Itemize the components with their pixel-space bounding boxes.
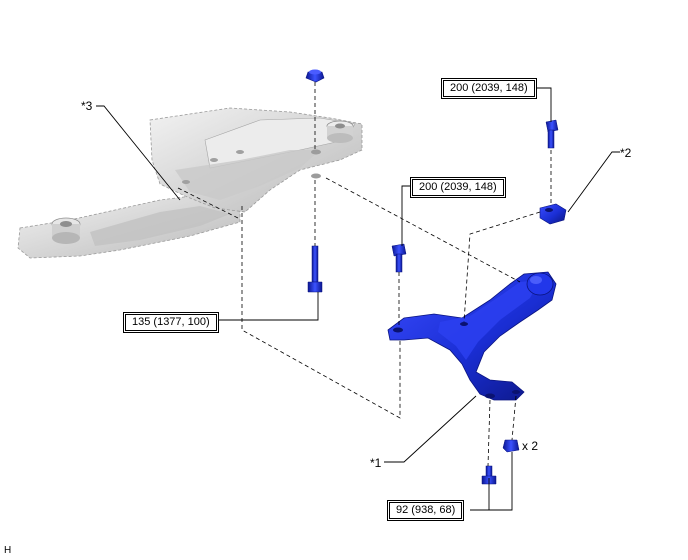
torque-spec-frame-bolt: 135 (1377, 100)	[123, 312, 219, 333]
callout-part-1: *1	[370, 456, 382, 470]
arm-front-bolt	[391, 243, 407, 273]
callout-part-2: *2	[620, 146, 632, 160]
sheet-letter: H	[4, 545, 12, 556]
frame-vertical-bolt	[307, 245, 323, 293]
torque-spec-rear-fasteners: 92 (938, 68)	[387, 500, 465, 521]
front-suspension-crossmember	[17, 107, 363, 259]
leader-lines	[96, 87, 620, 511]
bracket-bolt	[545, 119, 559, 149]
arm-rear-nut	[502, 439, 520, 453]
frame-upper-nut	[305, 69, 325, 83]
lower-arm-bracket	[539, 203, 567, 225]
front-lower-arm	[387, 271, 557, 401]
torque-value: 200 (2039, 148)	[412, 179, 504, 196]
torque-value: 135 (1377, 100)	[125, 314, 217, 331]
callout-part-3: *3	[81, 99, 93, 113]
quantity-label: x 2	[522, 439, 539, 453]
torque-value: 200 (2039, 148)	[443, 80, 535, 97]
torque-spec-arm-front-bolt: 200 (2039, 148)	[410, 177, 506, 198]
assembly-guide-lines	[177, 82, 552, 467]
torque-spec-bracket-bolt: 200 (2039, 148)	[441, 78, 537, 99]
torque-value: 92 (938, 68)	[389, 502, 463, 519]
